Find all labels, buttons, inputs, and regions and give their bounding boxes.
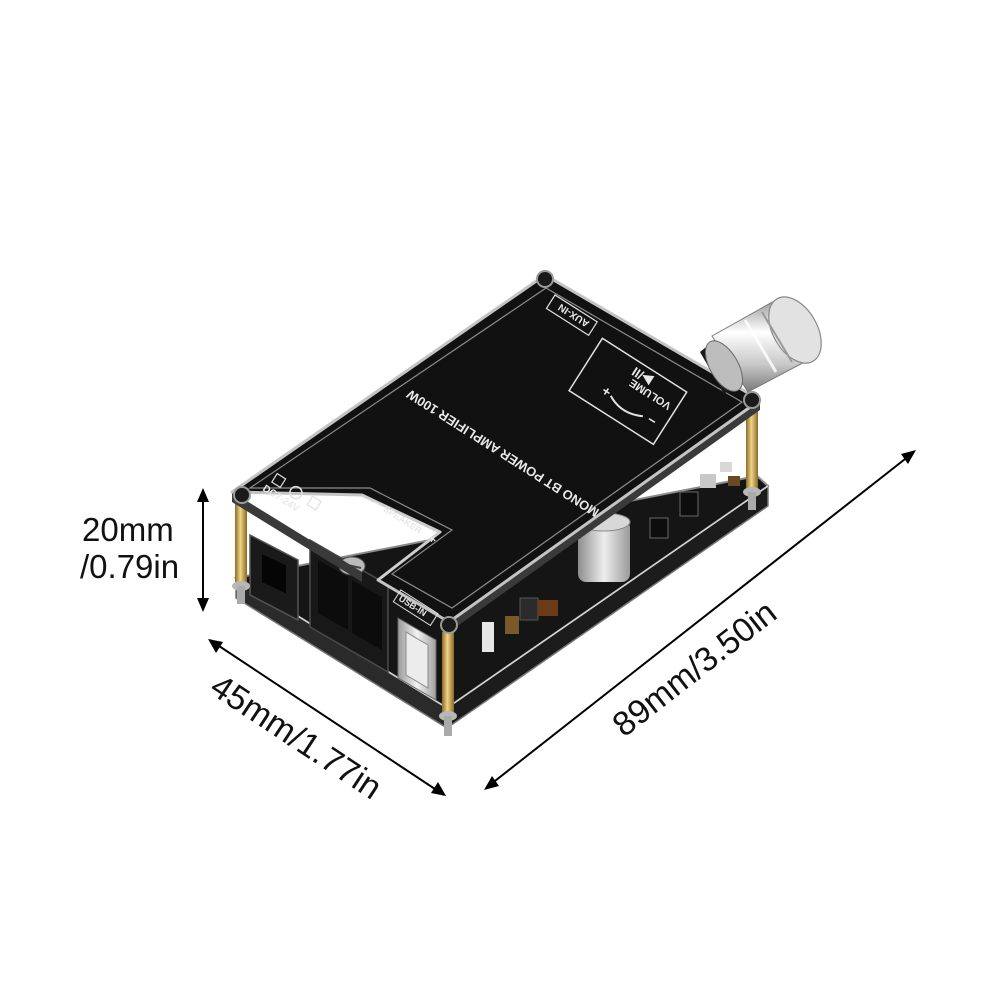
standoff (743, 408, 761, 510)
length-label: 89mm/3.50in (606, 593, 784, 744)
mounting-screw (233, 486, 251, 504)
length-arrow-line (485, 451, 915, 789)
mounting-screw (440, 616, 458, 634)
height-label-line1: 20mm (82, 511, 174, 548)
top-pcb: MONO BT POWER AMPLIFIER 100W AUX-IN VOLU… (230, 270, 762, 634)
mounting-screw (743, 391, 761, 409)
volume-knob (700, 296, 822, 394)
dc-jack (249, 533, 299, 622)
height-label-line2: /0.79in (80, 548, 179, 585)
standoffs (232, 408, 761, 736)
usb-port (397, 617, 437, 701)
width-label: 45mm/1.77in (204, 667, 389, 807)
width-arrow-line (209, 639, 445, 796)
mounting-screw (536, 270, 554, 288)
standoff (232, 502, 250, 604)
standoff (439, 632, 457, 736)
height-dimension: 20mm /0.79in (80, 488, 209, 612)
